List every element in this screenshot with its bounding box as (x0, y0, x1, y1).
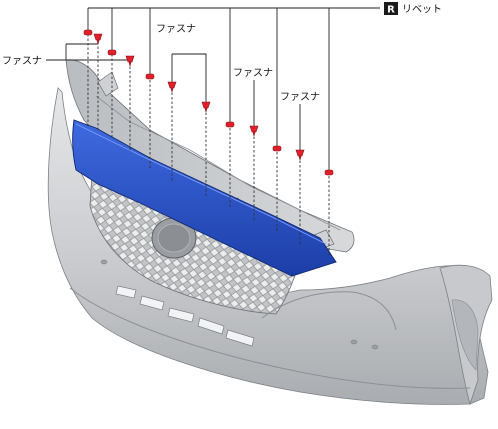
fastener-1 (93, 33, 103, 45)
fastener-2 (125, 55, 135, 67)
fastener-6 (295, 149, 305, 161)
callout-fastener-top: ファスナ (156, 23, 196, 35)
callout-fastener-left: ファスナ (2, 55, 42, 67)
rivet-3 (145, 73, 155, 80)
rivet-2 (107, 49, 117, 56)
rivet-4 (225, 121, 235, 128)
sensor-holes (100, 259, 379, 350)
front-emblem-inner (157, 223, 191, 253)
fastener-4 (201, 101, 211, 113)
lower-vent-slots (115, 285, 255, 347)
rivet-legend-badge-letter: R (387, 5, 395, 16)
rivet-1 (83, 29, 93, 36)
install-dashed-lines (87, 34, 330, 256)
callout-fastener-right: ファスナ (280, 91, 320, 103)
fastener-3 (167, 81, 177, 93)
bracket-tab-left (97, 71, 119, 97)
upper-panel-rib (95, 95, 341, 231)
upper-inner-panel (65, 59, 355, 253)
upper-garnish-highlight (72, 119, 337, 277)
fastener-5 (249, 125, 259, 137)
callout-fastener-mid: ファスナ (233, 67, 273, 79)
rivet-legend: R リベット (384, 2, 442, 16)
rivet-markers (83, 29, 334, 176)
fastener-markers (93, 33, 305, 161)
corner-bulge (261, 291, 397, 331)
lower-lip (69, 287, 471, 389)
leader-lines (46, 7, 380, 170)
garnish-top-edge (75, 123, 327, 245)
right-side-grille (451, 299, 479, 371)
rivet-legend-badge (384, 2, 398, 15)
rivet-6 (324, 169, 334, 176)
rivet-5 (272, 145, 282, 152)
rivet-legend-label: リベット (402, 4, 442, 16)
